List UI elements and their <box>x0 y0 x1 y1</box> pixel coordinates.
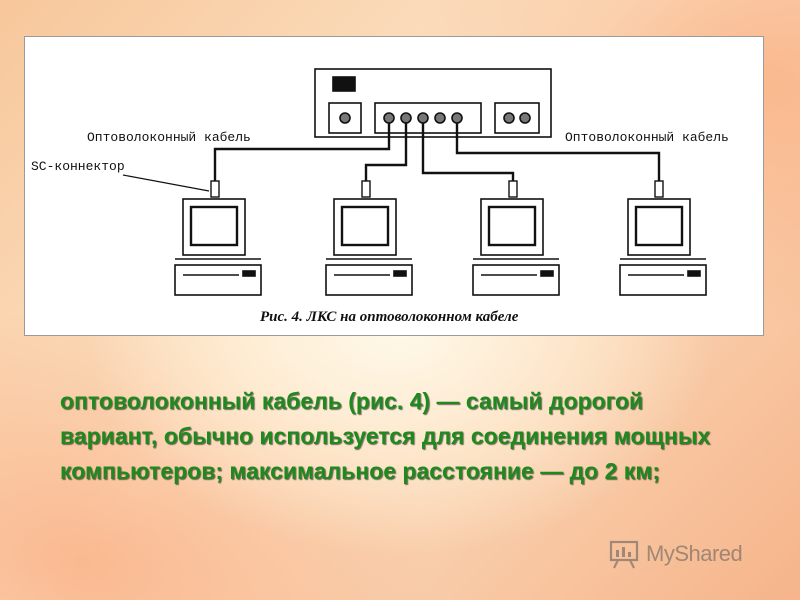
sc-connector <box>361 180 371 198</box>
fiber-cable-2 <box>364 123 408 181</box>
computer-1 <box>174 198 262 296</box>
network-diagram: Оптоволоконный кабель Оптоволоконный каб… <box>31 68 729 325</box>
computer-2 <box>325 198 413 296</box>
fiber-cables <box>213 123 661 181</box>
sc-connector <box>210 180 220 198</box>
hub-port <box>451 112 463 124</box>
right-cable-label: Оптоволоконный кабель <box>565 130 729 145</box>
watermark-text: MyShared <box>646 541 743 566</box>
hub-display <box>332 76 356 92</box>
computer-4 <box>619 198 707 296</box>
description-text: оптоволоконный кабель (рис. 4) — самый д… <box>60 388 711 484</box>
figure-caption: Рис. 4. ЛКС на оптоволоконном кабеле <box>260 309 519 325</box>
fiber-cable-4 <box>455 123 661 181</box>
hub-port <box>400 112 412 124</box>
sc-connector-label: SC-коннектор <box>31 159 125 174</box>
network-diagram-figure: Оптоволоконный кабель Оптоволоконный каб… <box>24 36 764 336</box>
connector-leader-line <box>122 174 210 192</box>
hub-port <box>434 112 446 124</box>
watermark: MyShared <box>608 536 743 572</box>
left-cable-label: Оптоволоконный кабель <box>87 130 251 145</box>
sc-connectors <box>210 180 664 198</box>
hub-device <box>314 68 552 138</box>
fiber-cable-3 <box>421 123 515 181</box>
fiber-cable-1 <box>213 123 391 181</box>
presentation-board-icon <box>609 540 639 569</box>
sc-connector <box>654 180 664 198</box>
hub-port <box>383 112 395 124</box>
sc-connector <box>508 180 518 198</box>
hub-port <box>417 112 429 124</box>
computer-3 <box>472 198 560 296</box>
